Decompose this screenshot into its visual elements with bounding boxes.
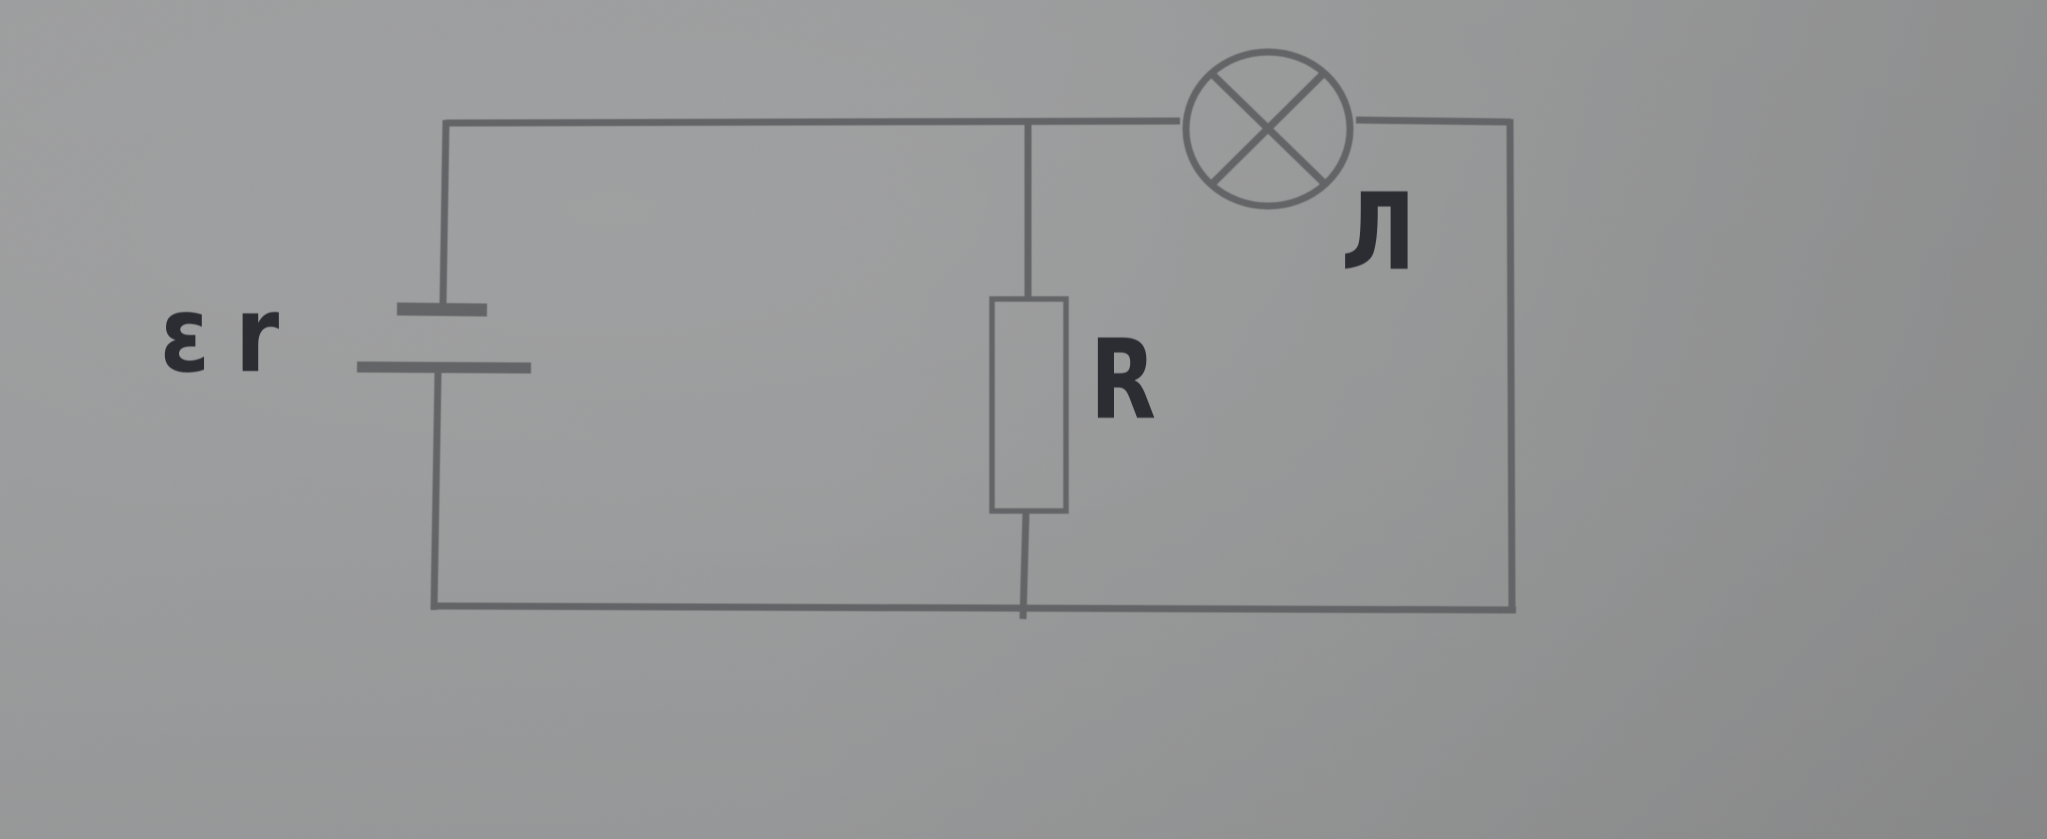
internal-resistance-label: r [235,274,280,396]
resistor-label: R [1090,316,1157,444]
lamp-label: Л [1341,171,1416,294]
emf-symbol-label: ε [160,274,210,396]
